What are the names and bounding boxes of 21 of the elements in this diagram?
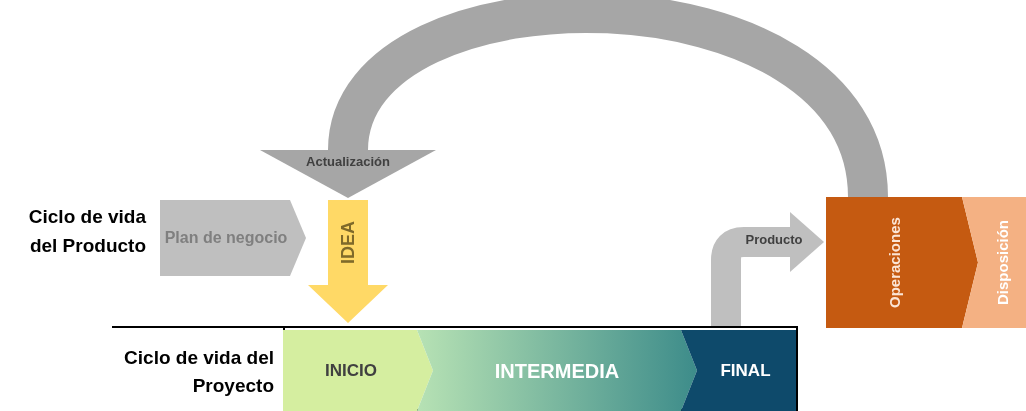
phase-label: Operaciones	[884, 216, 904, 310]
phase-label: INICIO	[324, 359, 378, 382]
phase-step	[826, 197, 978, 328]
section-heading: Ciclo de vida del Producto	[27, 205, 146, 258]
project-lifecycle-panel	[112, 326, 798, 411]
phase-label: Plan de negocio	[164, 228, 288, 248]
edge-label: Actualización	[305, 154, 391, 169]
phase-label: INTERMEDIA	[493, 358, 621, 384]
phase-label: FINAL	[719, 359, 772, 382]
edge-label: Producto	[744, 232, 804, 247]
idea-step	[308, 200, 388, 323]
phase-label: IDEA	[336, 220, 359, 266]
curved-arrow	[262, 0, 888, 201]
phase-step	[283, 330, 433, 411]
phase-step	[962, 197, 1026, 328]
section-heading: Ciclo de vida del Proyecto	[123, 346, 274, 398]
phase-step	[417, 330, 697, 411]
phase-label: Disposición	[992, 219, 1012, 307]
process-chevron	[160, 200, 306, 276]
phase-step	[681, 330, 796, 411]
elbow-arrow	[711, 212, 824, 328]
